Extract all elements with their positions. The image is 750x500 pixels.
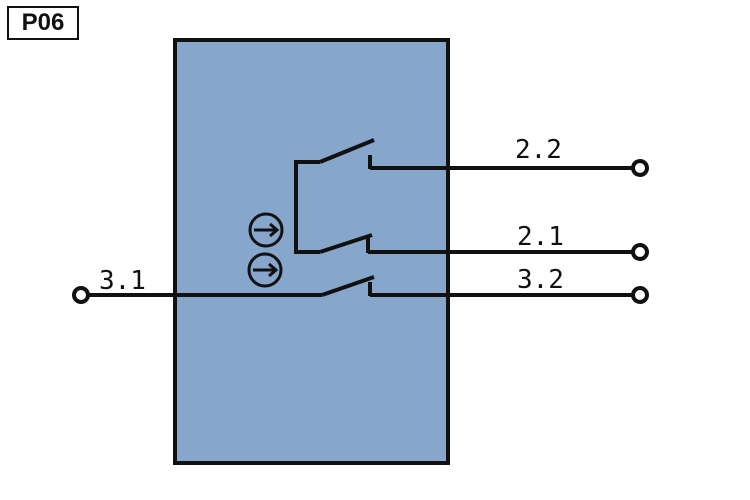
switch-blade-3 (321, 275, 375, 297)
switch-blade-2-2 (319, 138, 375, 164)
label-3-2: 3.2 (517, 265, 564, 295)
actuator-arrow-icon-upper (248, 212, 284, 248)
switch-blade-2-1 (319, 233, 373, 254)
label-2-1: 2.1 (517, 222, 564, 252)
common-bracket (294, 160, 320, 254)
actuator-arrow-icon-lower (247, 252, 283, 288)
terminal-3-1 (72, 286, 90, 304)
part-label-tag: P06 (7, 6, 79, 40)
label-3-1: 3.1 (99, 266, 146, 296)
label-2-2: 2.2 (515, 135, 562, 165)
terminal-3-2 (631, 286, 649, 304)
terminal-2-1 (631, 243, 649, 261)
terminal-2-2 (631, 159, 649, 177)
